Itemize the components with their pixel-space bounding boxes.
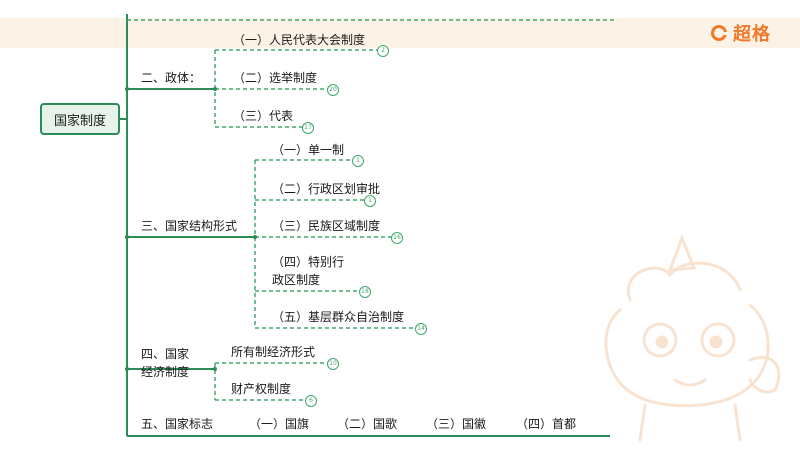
node-shoudu[interactable]: （四）首都 [516,417,577,431]
brand-name: 超格 [733,24,771,45]
root-node[interactable]: 国家制度 [40,103,120,135]
node-guohui[interactable]: （三）国徽 [426,417,487,431]
branch-zhengti[interactable]: 二、政体： [141,71,202,85]
count-badge: 6 [305,395,317,407]
top-banner [0,18,800,48]
logo-mark-icon [711,25,727,41]
node-danyizhi[interactable]: （一）单一制 [272,143,345,157]
node-minzuquyu[interactable]: （三）民族区域制度 [272,219,381,233]
node-jicengqunzhong[interactable]: （五）基层群众自治制度 [272,310,405,324]
count-badge: 2 [377,45,389,57]
node-caichanquan[interactable]: 财产权制度 [231,382,292,396]
count-badge: 10 [327,358,339,370]
count-badge: 14 [415,323,427,335]
node-tebiexingzhengqu-line2[interactable]: 政区制度 [272,273,321,287]
count-badge: 20 [327,84,339,96]
node-xingzhengquhua[interactable]: （二）行政区划审批 [272,182,381,196]
count-badge: 1 [364,195,376,207]
count-badge: 16 [391,232,403,244]
branch-jingji-line2[interactable]: 经济制度 [141,365,190,379]
brand-logo: 超格 [682,18,800,48]
node-guoqi[interactable]: （一）国旗 [249,417,310,431]
branch-jingji-line1[interactable]: 四、国家 [141,347,190,361]
node-tebiexingzhengqu-line1[interactable]: （四）特别行 [272,255,345,269]
node-daibiao[interactable]: （三）代表 [233,109,294,123]
root-label: 国家制度 [53,113,106,129]
node-renda[interactable]: （一）人民代表大会制度 [233,33,366,47]
count-badge: 1 [352,155,364,167]
node-xuanju[interactable]: （二）选举制度 [233,71,318,85]
count-badge: 17 [302,122,314,134]
branch-biaozhi[interactable]: 五、国家标志 [141,417,214,431]
count-badge: 18 [359,286,371,298]
node-suoyouzhi[interactable]: 所有制经济形式 [231,345,316,359]
unicorn-mascot-icon [604,233,781,442]
node-guoge[interactable]: （二）国歌 [337,417,398,431]
branch-jiegou[interactable]: 三、国家结构形式 [141,219,238,233]
